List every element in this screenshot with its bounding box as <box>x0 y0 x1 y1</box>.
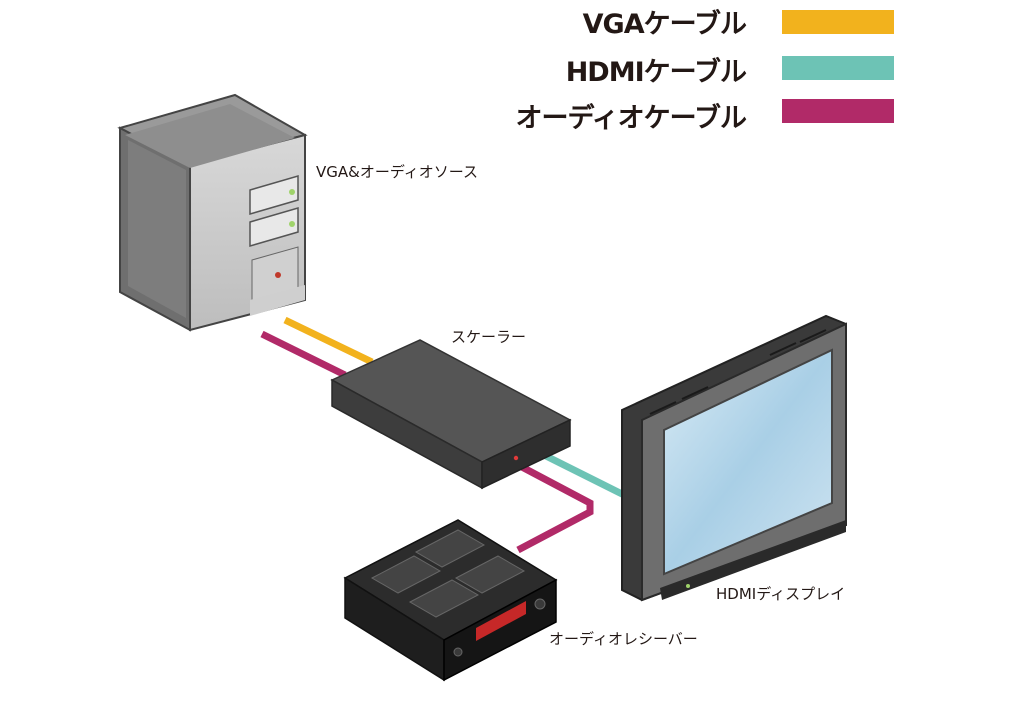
scaler-device <box>330 339 572 490</box>
legend-label-audio: オーディオケーブル <box>515 103 747 134</box>
audio-receiver <box>343 519 558 682</box>
audio-cable-source-to-scaler <box>260 330 347 379</box>
legend-label-vga: VGAケーブル <box>582 9 747 40</box>
receiver-label: オーディオレシーバー <box>549 630 698 648</box>
audio-cable-scaler-to-receiver <box>516 462 594 554</box>
legend-swatch-audio <box>782 99 894 123</box>
vga-cable <box>283 316 374 366</box>
legend-label-hdmi: HDMIケーブル <box>565 57 747 88</box>
scaler-label: スケーラー <box>451 328 527 346</box>
legend-swatch-hdmi <box>782 56 894 80</box>
source-computer <box>117 93 308 332</box>
display-label: HDMIディスプレイ <box>716 585 846 603</box>
source-label: VGA&オーディオソース <box>316 163 479 181</box>
legend-swatch-vga <box>782 10 894 34</box>
hdmi-display <box>621 314 847 602</box>
